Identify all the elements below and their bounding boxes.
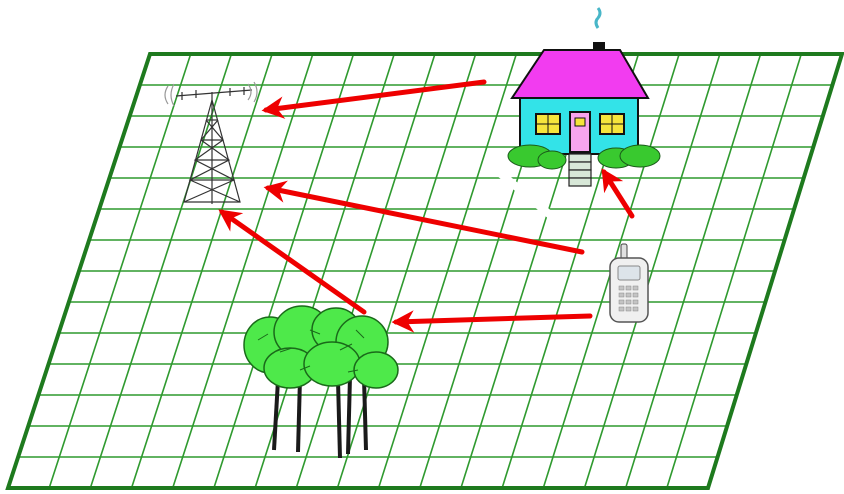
signal-arrow-trees-to-tower — [222, 212, 364, 312]
trees-icon — [244, 306, 398, 458]
house-icon — [490, 8, 660, 220]
ground-grid — [18, 54, 832, 488]
signal-arrow-phone-to-trees — [396, 316, 590, 322]
